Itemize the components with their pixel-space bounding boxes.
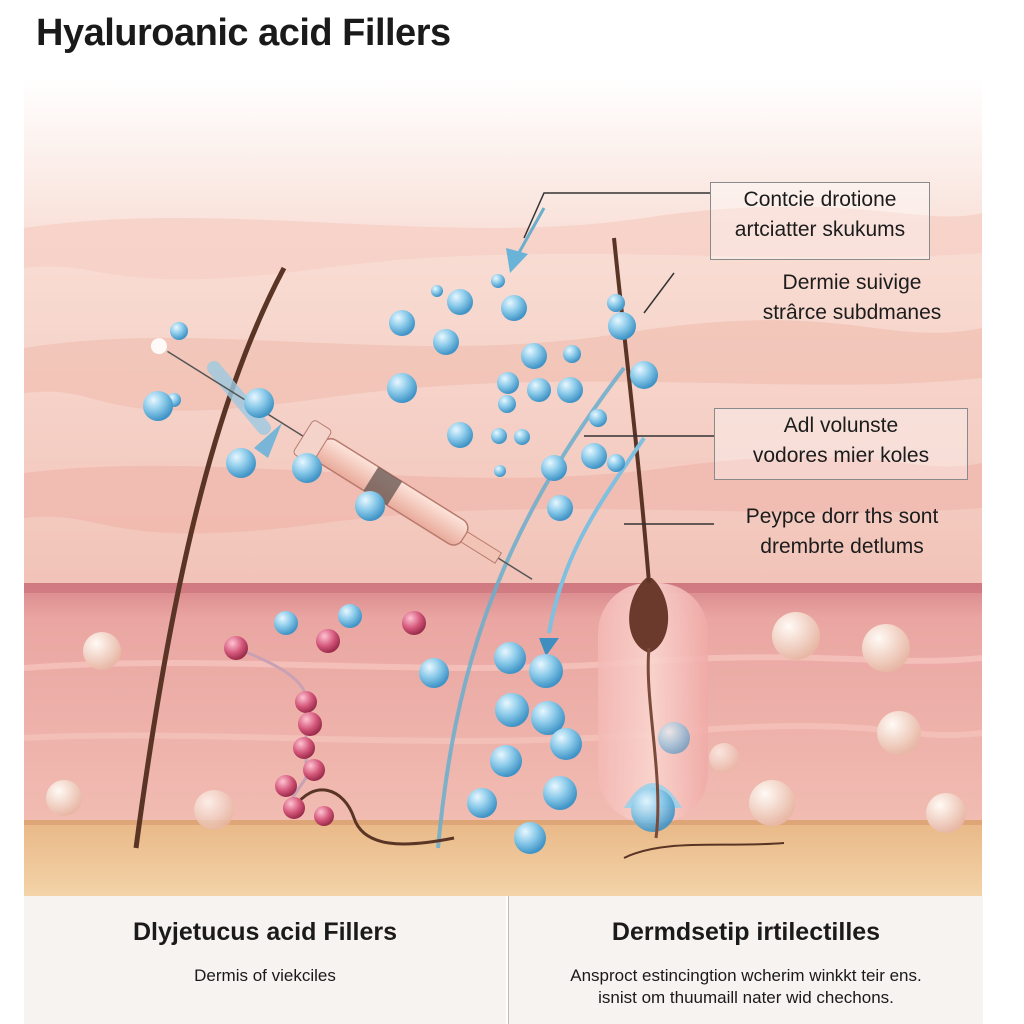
flow-arrows [207, 207, 646, 656]
caption-left: Dlyjetucus acid Fillers Dermis of viekci… [24, 896, 506, 1024]
page-title: Hyaluroanic acid Fillers [36, 12, 451, 54]
callout-3: Adl volunste vodores mier koles [714, 408, 968, 480]
callout-2: Dermie suivige strârce subdmanes [744, 268, 960, 328]
callout-leader-lines [523, 192, 714, 525]
callout-2-line-2: strârce subdmanes [762, 301, 942, 324]
callout-1: Contcie drotione artciatter skukums [710, 182, 930, 260]
callout-3-line-2: vodores mier koles [752, 444, 930, 467]
callout-1-line-2: artciatter skukums [734, 218, 906, 241]
dermis-cells [46, 612, 966, 833]
hair-strands [133, 266, 785, 859]
callout-4-line-1: Peypce dorr ths sont [745, 505, 939, 528]
caption-right: Dermdsetip irtilectilles Ansproct estinc… [508, 896, 983, 1024]
callout-4: Peypce dorr ths sont drembrte detlums [724, 502, 960, 562]
callout-4-line-2: drembrte detlums [760, 535, 924, 558]
collagen-molecule-chain [224, 611, 426, 826]
callout-2-line-1: Dermie suivige [782, 271, 922, 294]
caption-right-title: Dermdsetip irtilectilles [611, 918, 881, 946]
callout-1-line-1: Contcie drotione [743, 188, 897, 211]
caption-left-title: Dlyjetucus acid Fillers [133, 918, 397, 946]
hair-follicle [598, 237, 708, 839]
caption-left-subtitle: Dermis of viekciles [194, 966, 336, 985]
skin-layers-illustration [24, 78, 982, 896]
caption-right-subtitle-line-2: isnist om thuumaill nater wid chechons. [598, 988, 894, 1007]
hyaluronic-acid-droplets [143, 274, 658, 854]
caption-right-subtitle-line-1: Ansproct estincingtion wcherim winkkt te… [570, 966, 922, 985]
syringe-icon [150, 338, 533, 580]
caption-right-subtitle: Ansproct estincingtion wcherim winkkt te… [509, 965, 983, 1009]
skin-cross-section-diagram: Contcie drotione artciatter skukums Derm… [24, 78, 982, 896]
callout-3-line-1: Adl volunste [783, 414, 899, 437]
